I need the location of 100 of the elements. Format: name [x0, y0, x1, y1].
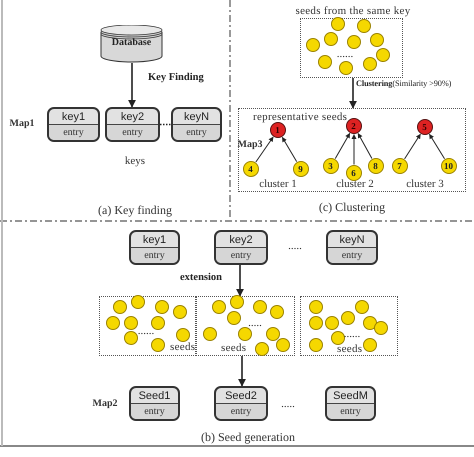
- seed-circle: 10: [440, 158, 456, 174]
- edge-label: Clustering(Similarity >90%): [356, 79, 452, 88]
- map-entry-box: keyN entry: [171, 107, 222, 142]
- seed-circle: 4: [242, 160, 258, 176]
- seed-circle: [362, 56, 376, 70]
- seed-circle: [330, 330, 344, 344]
- caption: cluster 1: [259, 178, 297, 190]
- map-entry-box: Seed1 entry: [129, 386, 180, 421]
- seed-circle: [324, 32, 338, 46]
- seed-circle: [124, 316, 138, 330]
- seed-circle: [150, 316, 164, 330]
- seed-group-box: [238, 108, 466, 192]
- seed-circle: [212, 300, 226, 314]
- seed-circle: [276, 338, 290, 352]
- dotted-line: [160, 124, 171, 126]
- seed-group-box: [300, 296, 398, 356]
- arrow: [352, 134, 356, 165]
- map-label: Map1: [10, 118, 34, 129]
- map-entry-box: Seed2 entry: [214, 386, 268, 421]
- seed-circle: [124, 330, 138, 344]
- group-label: seeds from the same key: [295, 5, 411, 17]
- seed-circle: [230, 294, 244, 308]
- seed-circle: [318, 54, 332, 68]
- seed-circle: [324, 316, 338, 330]
- seed-circle: [252, 300, 266, 314]
- seed-circle: [308, 300, 322, 314]
- seed-group-box: [196, 296, 295, 356]
- seed-circle: [356, 18, 370, 32]
- group-label: seeds: [221, 342, 246, 354]
- seed-circle: [338, 60, 352, 74]
- seed-circle: [112, 300, 126, 314]
- group-label: seeds: [170, 341, 196, 353]
- seed-circle: 6: [346, 164, 362, 180]
- seed-circle: [308, 316, 322, 330]
- map-entry-box: key2 entry: [214, 230, 268, 265]
- seed-circle: [226, 310, 240, 324]
- arrow: [238, 356, 246, 387]
- seed-group-box: [99, 296, 196, 356]
- seed-circle: [306, 38, 320, 52]
- arrow: [428, 134, 446, 160]
- representative-seed-circle: 1: [270, 122, 286, 138]
- seed-circle: [270, 304, 284, 318]
- arrow: [404, 134, 421, 160]
- seed-circle: [266, 326, 280, 340]
- seed-circle: 7: [392, 158, 408, 174]
- representative-seed-circle: 2: [346, 118, 362, 134]
- arrow: [349, 78, 357, 109]
- seed-circle: [376, 48, 390, 62]
- arrow: [255, 136, 274, 162]
- caption: keys: [124, 155, 146, 167]
- arrow: [334, 132, 350, 160]
- seed-circle: [374, 320, 388, 334]
- caption: cluster 3: [406, 178, 444, 190]
- group-label: seeds: [337, 343, 362, 355]
- seed-circle: [370, 32, 384, 46]
- map-entry-box: key1 entry: [129, 230, 180, 265]
- seed-circle: [202, 326, 216, 340]
- ellipsis: .....: [281, 398, 295, 410]
- map-label: Map2: [92, 398, 118, 409]
- seed-circle: [106, 316, 120, 330]
- arrow: [128, 63, 136, 108]
- seed-circle: [150, 338, 164, 352]
- representative-seed-circle: 5: [416, 118, 432, 134]
- database-cylinder: Database: [100, 25, 163, 63]
- edge-label: Key Finding: [148, 72, 204, 83]
- seed-circle: [340, 310, 354, 324]
- caption: cluster 2: [336, 178, 374, 190]
- map-entry-box: keyN entry: [326, 230, 378, 265]
- map-entry-box: key2 entry: [105, 107, 160, 142]
- ellipsis: ......: [336, 48, 354, 60]
- seed-circle: [346, 34, 360, 48]
- seed-circle: [362, 338, 376, 352]
- caption: (c) Clustering: [318, 200, 386, 215]
- seed-circle: [154, 300, 168, 314]
- seed-circle: [172, 304, 186, 318]
- seed-circle: [130, 294, 144, 308]
- caption: (a) Key finding: [98, 203, 172, 218]
- seed-circle: 9: [292, 160, 308, 176]
- seed-circle: [254, 342, 268, 356]
- seed-circle: 8: [368, 158, 384, 174]
- edge-label: extension: [180, 272, 222, 283]
- seed-circle: [176, 328, 190, 342]
- group-label: representative seeds: [253, 111, 348, 123]
- caption: (b) Seed generation: [201, 430, 295, 445]
- ellipsis: .....: [288, 240, 302, 252]
- map-entry-box: SeedM entry: [325, 386, 376, 421]
- ellipsis: .....: [248, 317, 262, 329]
- arrow: [282, 136, 298, 162]
- seed-circle: [330, 16, 344, 30]
- seed-circle: [362, 316, 376, 330]
- ellipsis: ......: [138, 325, 154, 337]
- ellipsis: ......: [344, 328, 360, 340]
- seed-circle: [238, 326, 252, 340]
- arrow: [358, 132, 372, 160]
- map-entry-box: key1 entry: [47, 107, 100, 142]
- seed-circle: [308, 338, 322, 352]
- arrow: [236, 265, 244, 297]
- seed-circle: [354, 300, 368, 314]
- map-label: Map3: [238, 139, 262, 150]
- seed-circle: 3: [322, 158, 338, 174]
